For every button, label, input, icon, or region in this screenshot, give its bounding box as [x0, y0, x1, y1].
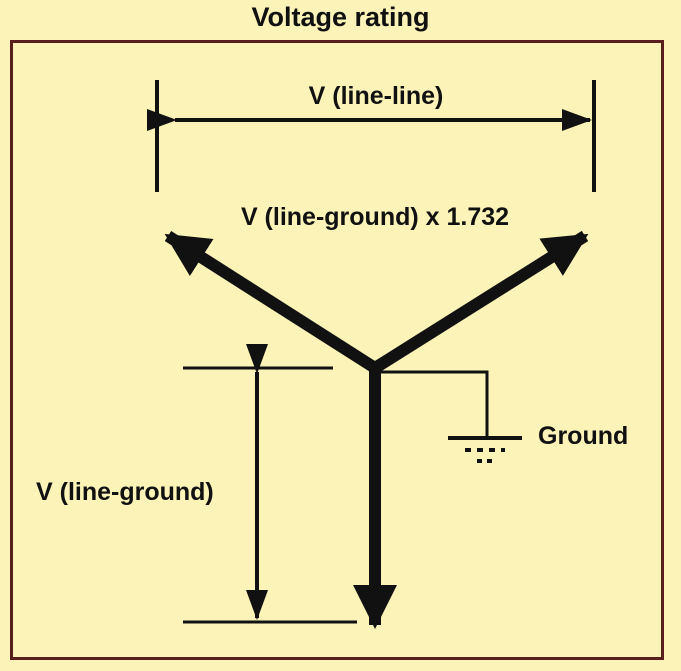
wye-phasors [164, 230, 589, 629]
line-ground-dimension [183, 344, 357, 624]
diagram-frame [10, 40, 664, 660]
line-ground-factor-label: V (line-ground) x 1.732 [241, 203, 509, 231]
phase-arrow-left [164, 230, 379, 374]
line-line-dimension: V (line-line) [147, 80, 596, 192]
line-ground-label: V (line-ground) [36, 478, 214, 506]
ground-symbol [378, 370, 522, 463]
phase-arrow-right [371, 230, 589, 374]
diagram-title: Voltage rating [251, 2, 430, 32]
ground-label: Ground [538, 422, 628, 450]
line-line-label: V (line-line) [309, 82, 444, 110]
